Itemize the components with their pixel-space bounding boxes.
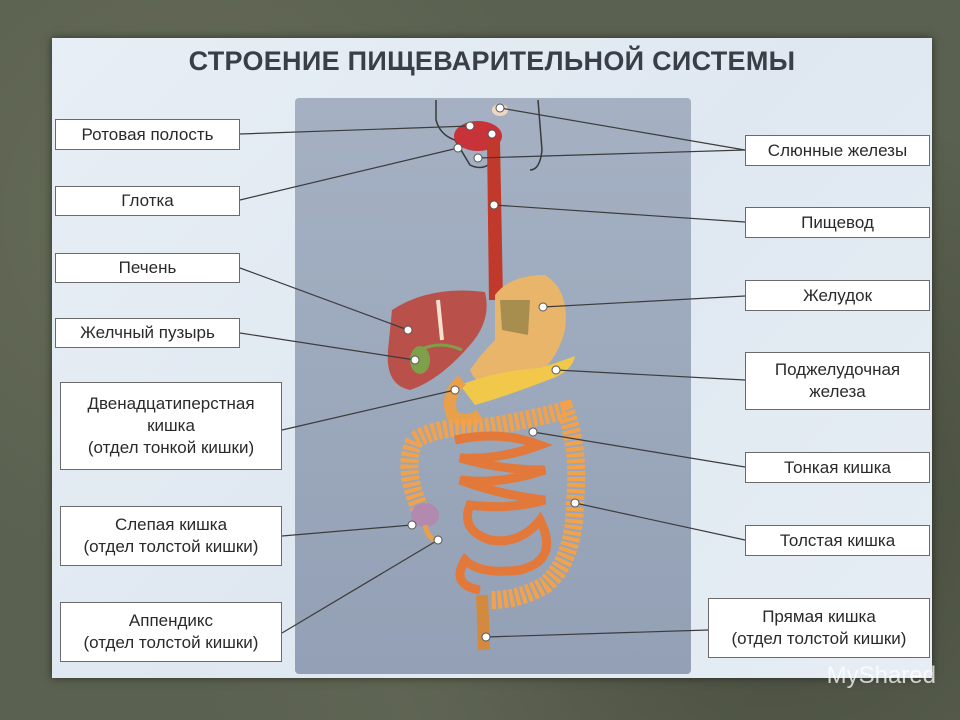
label-salivary-glands: Слюнные железы (745, 135, 930, 166)
neck-outline (529, 99, 543, 171)
bile-duct (419, 343, 463, 352)
small-intestine-shape (454, 431, 553, 595)
marker-dots (403, 103, 580, 642)
label-oral-cavity: Ротовая полость (55, 119, 240, 150)
label-cecum: Слепая кишка (отдел толстой кишки) (60, 506, 282, 566)
label-gallbladder: Желчный пузырь (55, 318, 240, 348)
label-appendix: Аппендикс (отдел толстой кишки) (60, 602, 282, 662)
label-rectum: Прямая кишка (отдел толстой кишки) (708, 598, 930, 658)
cecum-shape (411, 503, 439, 527)
label-small-intestine: Тонкая кишка (745, 452, 930, 483)
label-large-intestine: Толстая кишка (745, 525, 930, 556)
pancreas-shape (460, 356, 575, 405)
label-duodenum: Двенадцатиперстная кишка (отдел тонкой к… (60, 382, 282, 470)
liver-highlight (436, 299, 444, 341)
label-liver: Печень (55, 253, 240, 283)
gallbladder-shape (410, 346, 430, 374)
label-stomach: Желудок (745, 280, 930, 311)
label-pharynx: Глотка (55, 186, 240, 216)
label-esophagus: Пищевод (745, 207, 930, 238)
large-intestine-shape (400, 399, 586, 609)
stomach-inner (500, 300, 530, 335)
esophagus-shape (487, 140, 503, 300)
leader-lines (239, 107, 746, 638)
label-pancreas: Поджелудочная железа (745, 352, 930, 410)
rectum-shape (476, 594, 490, 651)
watermark-text: MyShared (826, 662, 936, 689)
slide-title: СТРОЕНИЕ ПИЩЕВАРИТЕЛЬНОЙ СИСТЕМЫ (188, 46, 796, 76)
